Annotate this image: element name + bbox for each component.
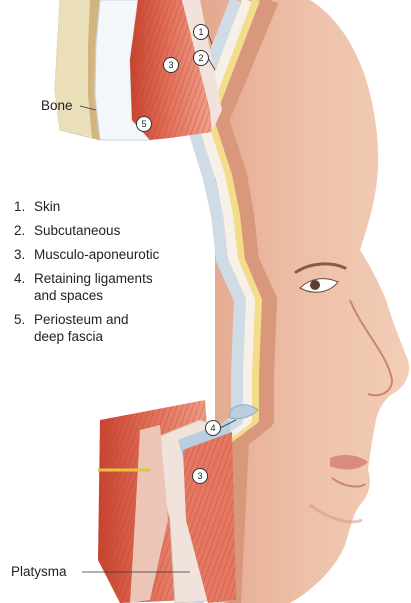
marker-5-periosteum: 5 xyxy=(136,116,152,132)
legend-item: 2.Subcutaneous xyxy=(14,222,159,239)
marker-4-retaining-ligaments: 4 xyxy=(205,420,221,436)
legend-item: 5.Periosteum and deep fascia xyxy=(14,311,159,345)
legend-item: 1.Skin xyxy=(14,198,159,215)
legend-item: 3.Musculo-aponeurotic xyxy=(14,246,159,263)
bone-label: Bone xyxy=(41,98,73,113)
marker-2-subcutaneous: 2 xyxy=(193,50,209,66)
marker-3-musculo-aponeurotic: 3 xyxy=(163,57,179,73)
layer-legend: 1.Skin 2.Subcutaneous 3.Musculo-aponeuro… xyxy=(14,198,159,352)
platysma-label: Platysma xyxy=(11,564,67,579)
marker-3-lower-smas: 3 xyxy=(192,468,208,484)
marker-1-skin: 1 xyxy=(193,24,209,40)
legend-item: 4.Retaining ligaments and spaces xyxy=(14,270,159,304)
